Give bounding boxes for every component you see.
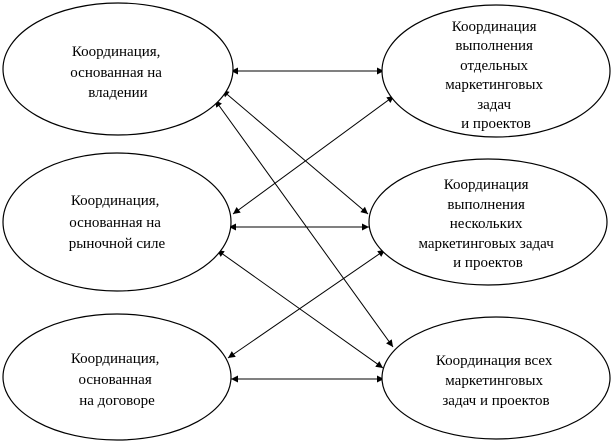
node-ellipse xyxy=(381,4,611,138)
node-text-line: основанная xyxy=(79,372,152,388)
edge-L1-R3 xyxy=(214,99,394,348)
edge-L1-R2 xyxy=(221,89,369,215)
node-text-line: задач xyxy=(477,97,511,113)
edge-L2-R1 xyxy=(232,95,395,215)
node-ellipse xyxy=(2,2,234,136)
svg-text:Координация, основанная: Координация, основанная на владении xyxy=(70,44,165,101)
node-text-line: на договоре xyxy=(79,393,155,409)
node-several-tasks-coordination: Координация выполнения нескольких маркет… xyxy=(368,158,608,286)
svg-text:Координация всех маркети: Координация всех маркетинговых задач и п… xyxy=(436,353,556,409)
node-ownership-coordination: Координация, основанная на владении xyxy=(2,2,234,136)
connections-group xyxy=(214,67,395,383)
svg-text:Координация, основанная: Координация, основанная на договоре xyxy=(71,351,163,409)
node-text-line: Координация xyxy=(452,19,537,35)
node-text-line: и проектов xyxy=(461,116,531,132)
node-single-tasks-coordination: Координация выполнения отдельных маркети… xyxy=(381,4,611,138)
node-text-line: выполнения xyxy=(447,197,525,213)
node-text-line: основанная на xyxy=(70,65,162,81)
node-text-line: нескольких xyxy=(450,216,523,232)
node-text-line: Координация, xyxy=(71,351,160,367)
node-ellipse xyxy=(381,316,611,440)
node-text-line: основанная на xyxy=(69,215,161,231)
node-text-line: задач и проектов xyxy=(442,393,549,409)
node-text-line: Координация, xyxy=(71,193,160,209)
node-text-line: Координация, xyxy=(72,44,161,60)
node-text-line: маркетинговых xyxy=(445,373,543,389)
node-ellipse xyxy=(2,152,232,292)
node-text-line: отдельных xyxy=(460,58,528,74)
node-text-line: рыночной силе xyxy=(69,236,166,252)
node-text-line: владении xyxy=(88,85,147,101)
node-text-line: Координация xyxy=(444,177,529,193)
svg-text:Координация, основанная: Координация, основанная на рыночной силе xyxy=(69,193,166,252)
node-market-power-coordination: Координация, основанная на рыночной силе xyxy=(2,152,232,292)
node-text-line: маркетинговых задач xyxy=(419,236,555,252)
node-all-tasks-coordination: Координация всех маркетинговых задач и п… xyxy=(381,316,611,440)
node-ellipse xyxy=(368,158,608,286)
edge-L3-R2 xyxy=(227,249,386,359)
node-text-line: и проектов xyxy=(453,255,523,271)
svg-text:Координация выполнения: Координация выполнения нескольких маркет… xyxy=(419,177,558,271)
node-contract-coordination: Координация, основанная на договоре xyxy=(2,313,232,441)
node-text-line: Координация всех xyxy=(436,353,553,369)
node-ellipse xyxy=(2,313,232,441)
svg-text:Координация выполнения: Координация выполнения отдельных маркети… xyxy=(445,19,546,132)
node-text-line: выполнения xyxy=(455,38,533,54)
node-text-line: маркетинговых xyxy=(445,77,543,93)
